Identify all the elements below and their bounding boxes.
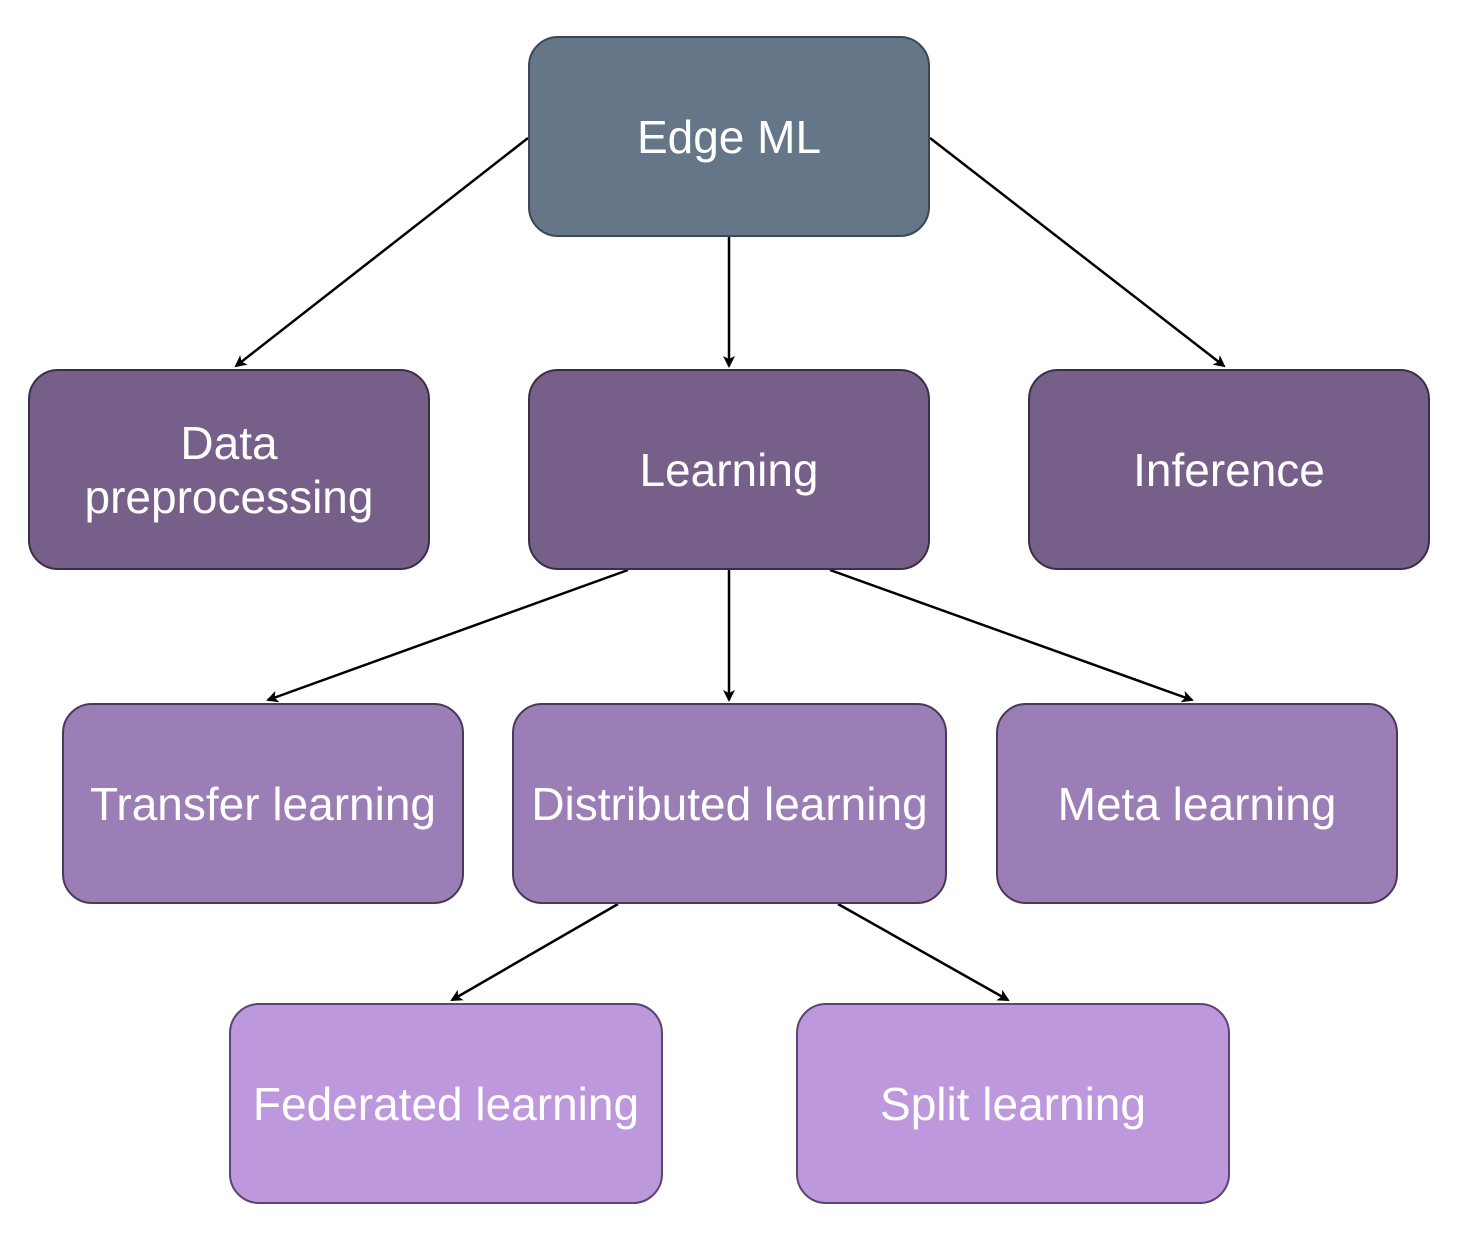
arrow-distributed-to-split-learning: [837, 902, 1010, 1002]
node-distributed-learning-label: Distributed learning: [531, 777, 928, 830]
node-split-learning-label: Split learning: [880, 1077, 1146, 1130]
node-distributed-learning: Distributed learning: [512, 703, 947, 904]
node-edge-ml: Edge ML: [528, 36, 930, 237]
arrow-edge-ml-to-inference: [929, 137, 1226, 368]
node-transfer-learning-label: Transfer learning: [89, 777, 436, 830]
node-edge-ml-label: Edge ML: [636, 110, 822, 163]
node-inference-label: Inference: [1133, 443, 1325, 496]
arrow-distributed-to-federated-learning: [450, 902, 619, 1002]
node-meta-learning: Meta learning: [996, 703, 1398, 904]
node-data-preprocessing-label-line1: Data: [180, 416, 278, 469]
node-transfer-learning: Transfer learning: [62, 703, 464, 904]
node-federated-learning: Federated learning: [229, 1003, 663, 1204]
arrow-edge-ml-to-data-preprocessing: [234, 137, 529, 368]
node-data-preprocessing: Data preprocessing: [28, 369, 430, 570]
node-meta-learning-label: Meta learning: [1057, 777, 1337, 830]
node-learning-label: Learning: [639, 443, 819, 496]
arrow-learning-to-meta-learning: [829, 568, 1194, 703]
node-federated-learning-label: Federated learning: [252, 1077, 640, 1130]
node-learning: Learning: [528, 369, 930, 570]
node-split-learning: Split learning: [796, 1003, 1230, 1204]
arrow-learning-to-transfer-learning: [266, 568, 629, 703]
node-data-preprocessing-label-line2: preprocessing: [84, 470, 374, 523]
node-inference: Inference: [1028, 369, 1430, 570]
